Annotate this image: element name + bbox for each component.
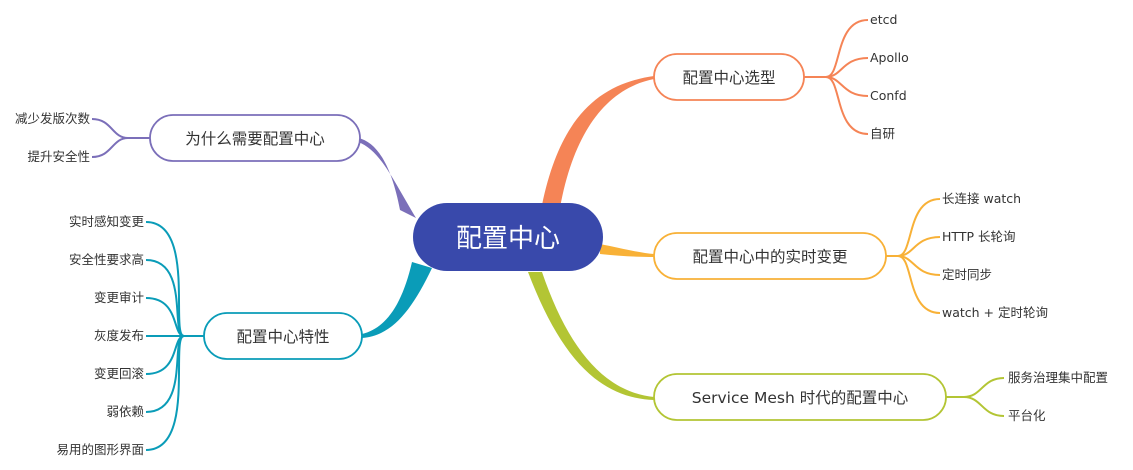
leaf-label[interactable]: HTTP 长轮询: [942, 229, 1015, 244]
connector-features-leaf: [145, 335, 185, 451]
connector-realtime-leaf: [897, 255, 941, 314]
connector-selection-leaf: [825, 76, 869, 135]
leaf-label[interactable]: Apollo: [870, 50, 909, 65]
leaf-label[interactable]: 安全性要求高: [69, 252, 144, 267]
connector-selection-leaf: [825, 19, 869, 78]
connector-realtime-leaf: [897, 198, 941, 257]
connector-features-leaf: [145, 297, 185, 337]
leaf-label[interactable]: 变更审计: [94, 290, 144, 305]
topic-box-selection: [653, 53, 805, 101]
leaf-label[interactable]: 自研: [870, 126, 895, 141]
topic-box-why: [149, 114, 361, 162]
leaf-label[interactable]: 灰度发布: [94, 328, 144, 343]
topic-box-features: [203, 312, 363, 360]
leaf-label[interactable]: 易用的图形界面: [56, 442, 144, 457]
leaf-label[interactable]: 实时感知变更: [69, 214, 145, 229]
topic-node-mesh[interactable]: Service Mesh 时代的配置中心: [653, 373, 947, 421]
central-node[interactable]: 配置中心: [413, 203, 603, 271]
leaf-label[interactable]: etcd: [870, 12, 897, 27]
topic-label-why: 为什么需要配置中心: [185, 130, 325, 148]
leaf-label[interactable]: 减少发版次数: [15, 111, 91, 126]
leaf-label[interactable]: Confd: [870, 88, 907, 103]
connector-mesh-leaf: [963, 396, 1005, 417]
topic-node-why[interactable]: 为什么需要配置中心: [149, 114, 361, 162]
leaf-label[interactable]: 提升安全性: [27, 149, 90, 164]
branch-line-selection: [542, 76, 654, 208]
leaf-label[interactable]: 服务治理集中配置: [1008, 370, 1108, 385]
central-node-box: [413, 203, 603, 271]
connector-mesh-leaf: [963, 377, 1005, 398]
leaf-label[interactable]: watch + 定时轮询: [942, 305, 1048, 320]
branch-line-why: [358, 138, 416, 218]
leaf-label[interactable]: 定时同步: [942, 267, 992, 282]
topic-box-realtime: [653, 232, 887, 280]
topic-label-realtime: 配置中心中的实时变更: [692, 248, 848, 266]
main-branches: [358, 76, 654, 400]
leaf-label[interactable]: 长连接 watch: [942, 191, 1021, 206]
leaf-connectors: [91, 19, 1005, 451]
branch-line-realtime: [600, 244, 654, 257]
leaf-label[interactable]: 变更回滚: [94, 366, 145, 381]
branch-line-mesh: [528, 272, 654, 400]
connector-why-leaf: [91, 118, 129, 139]
leaf-labels: 减少发版次数 提升安全性 实时感知变更 安全性要求高 变更审计 灰度发布 变更回…: [15, 12, 1108, 457]
topic-box-mesh: [653, 373, 947, 421]
central-node-label: 配置中心: [456, 224, 560, 254]
leaf-label[interactable]: 弱依赖: [106, 404, 144, 419]
leaf-label[interactable]: 平台化: [1008, 408, 1046, 423]
topic-label-mesh: Service Mesh 时代的配置中心: [692, 389, 908, 407]
connector-why-leaf: [91, 137, 129, 158]
topic-node-realtime[interactable]: 配置中心中的实时变更: [653, 232, 887, 280]
topic-node-features[interactable]: 配置中心特性: [203, 312, 363, 360]
topic-node-selection[interactable]: 配置中心选型: [653, 53, 805, 101]
branch-line-features: [362, 262, 432, 338]
topic-label-features: 配置中心特性: [236, 328, 329, 346]
topic-label-selection: 配置中心选型: [682, 69, 775, 87]
